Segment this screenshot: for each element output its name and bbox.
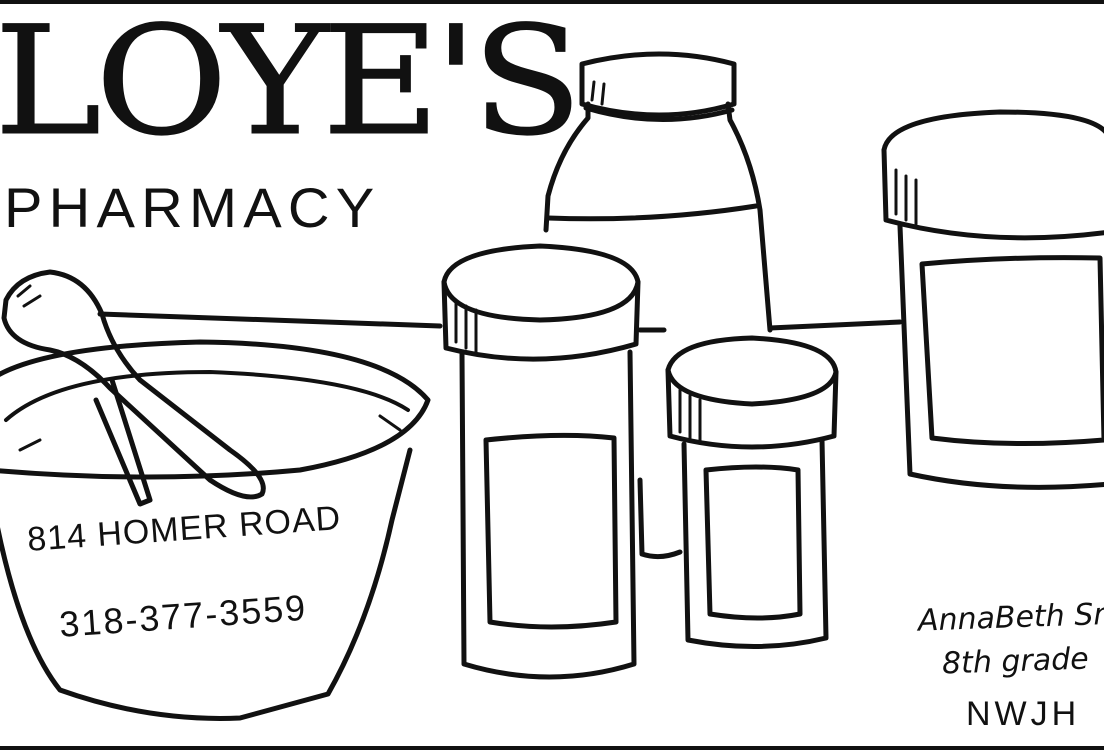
artist-school: NWJH bbox=[966, 695, 1081, 733]
right-jar bbox=[881, 109, 1104, 490]
bottom-border bbox=[0, 746, 1104, 750]
small-bottle bbox=[665, 335, 839, 649]
table-edge bbox=[97, 311, 903, 333]
artist-grade: 8th grade bbox=[941, 641, 1090, 682]
brand-title: LOYE'S bbox=[0, 0, 583, 169]
artist-name: AnnaBeth Sm bbox=[917, 596, 1104, 639]
medium-bottle bbox=[441, 243, 641, 680]
tall-bottle bbox=[543, 51, 773, 560]
brand-subtitle: PHARMACY bbox=[4, 176, 381, 239]
top-border bbox=[0, 0, 1104, 4]
pestle bbox=[1, 269, 266, 507]
